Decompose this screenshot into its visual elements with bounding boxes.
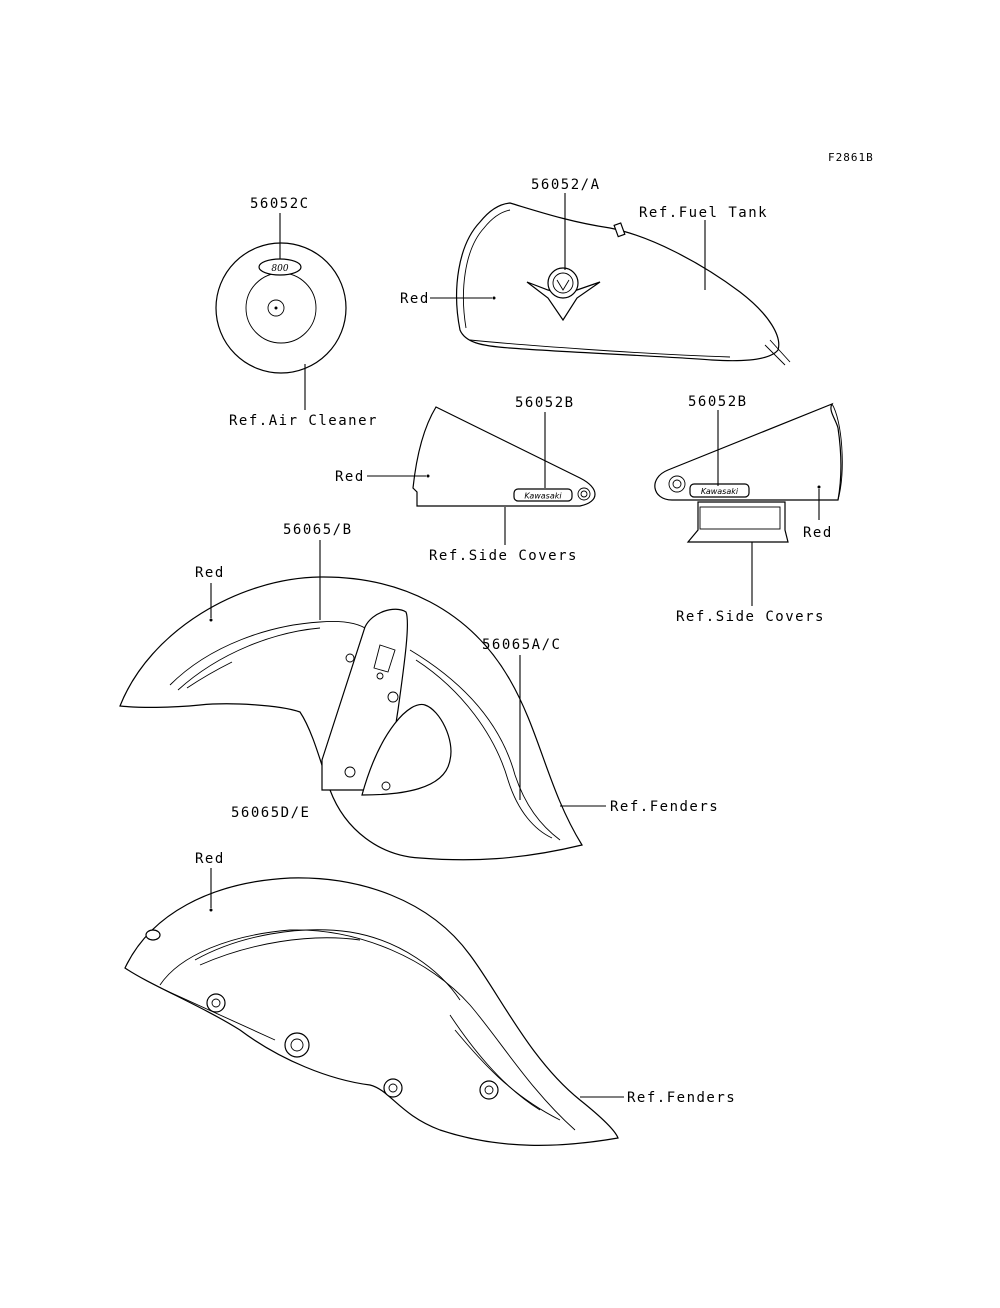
part-number-56052-a: 56052/A: [531, 177, 601, 193]
side-cover-right: Kawasaki: [654, 402, 843, 606]
color-label-side-cover-left: Red: [335, 469, 365, 485]
ref-fenders-front: Ref.Fenders: [610, 799, 720, 815]
air-cleaner-emblem-logo: 800: [271, 264, 288, 274]
ref-side-covers-right: Ref.Side Covers: [676, 609, 825, 625]
ref-side-covers-left: Ref.Side Covers: [429, 548, 578, 564]
ref-fenders-rear: Ref.Fenders: [627, 1090, 737, 1106]
color-label-front-fender: Red: [195, 565, 225, 581]
color-label-side-cover-right: Red: [803, 525, 833, 541]
side-cover-left: Kawasaki: [367, 406, 596, 545]
part-number-56052b-left: 56052B: [515, 395, 575, 411]
part-number-56052b-right: 56052B: [688, 394, 748, 410]
part-number-56065-b: 56065/B: [283, 522, 353, 538]
part-number-56052c: 56052C: [250, 196, 310, 212]
part-number-56065a-c: 56065A/C: [482, 637, 562, 653]
color-label-rear-fender: Red: [195, 851, 225, 867]
air-cleaner-cover: 800: [215, 213, 347, 410]
ref-fuel-tank: Ref.Fuel Tank: [639, 205, 769, 221]
figure-code: F2861B: [828, 151, 874, 164]
side-cover-right-logo: Kawasaki: [701, 487, 739, 496]
side-cover-left-logo: Kawasaki: [524, 492, 562, 501]
color-label-tank: Red: [400, 291, 430, 307]
front-fender: [119, 540, 606, 861]
part-number-56065d-e: 56065D/E: [231, 805, 311, 821]
rear-fender: [124, 868, 624, 1146]
ref-air-cleaner: Ref.Air Cleaner: [229, 413, 378, 429]
fuel-tank: [430, 193, 791, 366]
